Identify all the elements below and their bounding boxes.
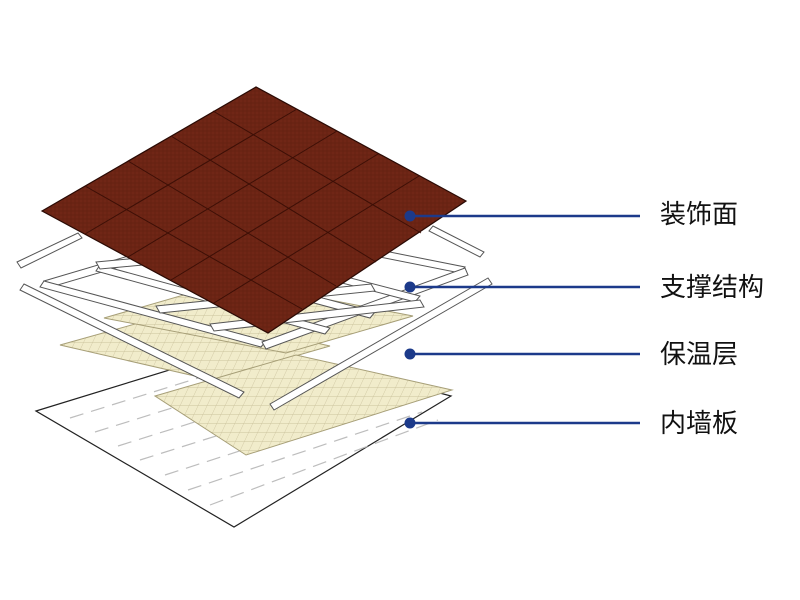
- label-inner-wall-panel: 内墙板: [660, 409, 739, 439]
- marker-support-structure: [404, 281, 416, 293]
- label-decorative-surface: 装饰面: [660, 200, 739, 230]
- leader-lines: [410, 214, 640, 425]
- marker-insulation: [404, 348, 416, 360]
- label-insulation-layer: 保温层: [660, 340, 739, 370]
- leader-markers: [404, 210, 416, 429]
- decorative-surface: [40, 86, 468, 334]
- marker-decorative-surface: [404, 210, 416, 222]
- label-support-structure: 支撑结构: [660, 273, 765, 303]
- marker-inner-wall: [404, 417, 416, 429]
